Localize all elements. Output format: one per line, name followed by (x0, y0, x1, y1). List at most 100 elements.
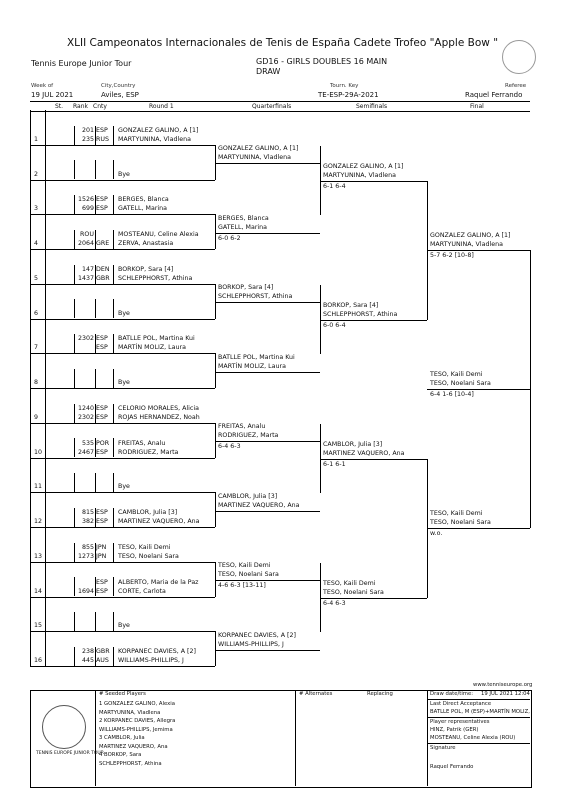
country-1: ESP (96, 509, 108, 516)
player-2: ROJAS HERNANDEZ, Noah (118, 413, 200, 421)
qf-team-a: CAMBLOR, Julia [3] (218, 492, 278, 500)
seeded-header: # Seeded Players (99, 691, 146, 697)
slot-line (30, 318, 215, 320)
final-team-a: GONZALEZ GALINO, A [1] (430, 232, 511, 239)
draw-date-value: 19 JUL 2021 12:04 (481, 691, 530, 697)
slot-divider (45, 318, 46, 354)
sf-team-b: MARTYUNINA, Vladlena (323, 171, 396, 179)
slot-divider (45, 457, 46, 493)
col-round1: Round 1 (149, 103, 174, 110)
sf-team-a: BORKOP, Sara [4] (323, 301, 379, 309)
slot-line (30, 283, 215, 285)
player-1: BERGES, Blanca (118, 196, 169, 204)
draw-position: 6 (34, 309, 39, 317)
footer-box (30, 690, 532, 788)
seeded-player: MARTINEZ VAQUERO, Ana (99, 743, 168, 750)
player-2: MARTYUNINA, Vladlena (118, 135, 191, 143)
country-1: ESP (96, 126, 108, 134)
column-header-row: St. Rank Cnty Round 1 Quarterfinals Semi… (30, 101, 530, 112)
country-1: POR (96, 439, 110, 447)
event-name: GD16 - GIRLS DOUBLES 16 MAIN (256, 57, 388, 66)
rep-1: HINZ, Patrik (GER) (430, 727, 479, 733)
bye-label: Bye (118, 622, 130, 630)
qf-line (215, 580, 320, 582)
draw-position: 10 (34, 448, 43, 456)
slot-line (30, 631, 215, 633)
rank-1: 1240 (77, 404, 94, 412)
slot-divider (45, 249, 46, 284)
final-line (427, 250, 530, 251)
qf-line (215, 510, 320, 512)
tourn-key-value: TE-ESP-29A-2021 (318, 91, 379, 99)
draw-position: 5 (34, 274, 39, 282)
slot-line (30, 422, 215, 424)
draw-position: 7 (34, 344, 39, 352)
slot-line (30, 457, 215, 459)
draw-position: 11 (34, 483, 43, 491)
draw-position: 13 (34, 552, 43, 560)
rank-1: 201 (81, 126, 94, 134)
rank-1: ROU (80, 231, 94, 238)
slot-line (30, 527, 215, 528)
col-final: Final (470, 103, 484, 110)
final-team-b: MARTYUNINA, Vladlena (430, 241, 503, 248)
referee-label: Referee (505, 83, 527, 89)
slot-line (30, 492, 215, 494)
draw-position: 8 (34, 379, 39, 386)
rank-2: 2302 (77, 413, 94, 421)
slot-line (30, 388, 215, 389)
draw-position: 12 (34, 518, 43, 525)
player-1: BATLLE POL, Martina Kui (118, 335, 195, 343)
lda-label: Last Direct Acceptance (430, 701, 492, 707)
final-team-b: TESO, Noelani Sara (430, 519, 491, 526)
sf-team-b: MARTINEZ VAQUERO, Ana (323, 449, 405, 457)
rep-2: MOSTEANU, Celine Alexia (ROU) (430, 735, 516, 741)
lda-value: BATLLE POL, M (ESP)+MARTÍN MOLIZ, (430, 709, 530, 715)
draw-position: 1 (34, 135, 39, 143)
country-2: ESP (96, 448, 108, 456)
rank-2: 1437 (77, 274, 94, 282)
seeded-player: WILLIAMS-PHILLIPS, Jemima (99, 726, 173, 733)
sf-team-b: SCHLEPPHORST, Athina (323, 310, 398, 318)
sf-line (320, 458, 427, 460)
signature-value: Raquel Ferrando (430, 764, 474, 770)
city-label: City,Country (101, 83, 136, 89)
qf-team-a: BATLLE POL, Martina Kui (218, 353, 295, 361)
replacing-header: Replacing (367, 691, 393, 697)
qf-team-b: RODRIGUEZ, Marta (218, 432, 279, 440)
sf-team-a: CAMBLOR, Julia [3] (323, 440, 383, 448)
bracket-connector (215, 353, 216, 388)
col-rank: Rank (73, 103, 88, 110)
draw-position: 16 (34, 657, 43, 664)
country-1: ESP (96, 404, 108, 412)
player-1: GONZALEZ GALINO, A [1] (118, 126, 199, 134)
rank-1: 1526 (77, 196, 94, 204)
seeded-player: 2 KORPANEC DAVIES, Allegra (99, 718, 176, 724)
slot-divider (45, 527, 46, 562)
sf-line (320, 180, 427, 182)
seeded-player: MARTYUNINA, Vladlena (99, 709, 161, 716)
tour-name: Tennis Europe Junior Tour (31, 59, 132, 68)
draw-position: 9 (34, 413, 39, 421)
player-2: TESO, Noelani Sara (118, 552, 179, 560)
winner-team-b: TESO, Noelani Sara (430, 380, 491, 387)
country-2: RUS (96, 135, 109, 143)
bye-label: Bye (118, 483, 130, 491)
country-1: ESP (96, 335, 108, 343)
draw-position: 3 (34, 205, 39, 213)
slot-divider (45, 283, 46, 319)
sf-team-a: GONZALEZ GALINO, A [1] (323, 162, 404, 170)
country-1: DEN (96, 265, 110, 273)
sf-line (320, 319, 427, 321)
draw-position: 2 (34, 170, 39, 178)
slot-divider (45, 631, 46, 666)
qf-line (215, 371, 320, 373)
rank-2: 382 (81, 518, 94, 525)
player-1: MOSTEANU, Celine Alexia (118, 231, 199, 238)
slot-line (30, 144, 215, 146)
qf-team-b: TESO, Noelani Sara (218, 571, 279, 579)
slot-line (30, 249, 215, 250)
qf-score: 4-6 6-3 [13-11] (218, 582, 266, 590)
slot-line (30, 179, 215, 181)
qf-team-a: FREITAS, Analu (218, 423, 266, 431)
